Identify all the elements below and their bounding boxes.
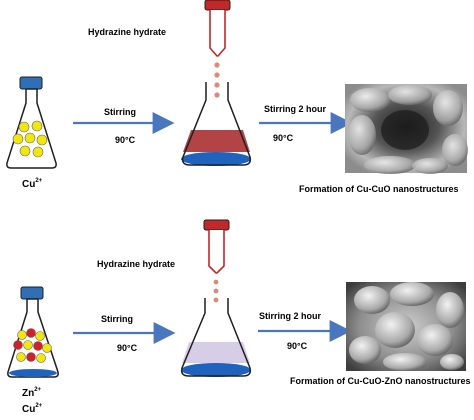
cu-particle: [16, 352, 26, 362]
arrow1-label: Stirring: [101, 314, 133, 324]
blue-base: [181, 152, 251, 166]
lavender-solution: [182, 342, 250, 363]
flask-body: [7, 298, 59, 378]
flask-cap: [19, 76, 43, 90]
drop: [214, 62, 220, 68]
drop: [213, 288, 219, 294]
arrow1-temp: 90°C: [117, 343, 138, 353]
dropper-icon: [204, 0, 231, 98]
zn-particle: [26, 352, 36, 362]
cu-particle: [36, 353, 46, 363]
arrow2-label: Stirring 2 hour: [264, 104, 327, 114]
cu-particle: [35, 331, 45, 341]
result-caption: Formation of Cu-CuO nanostructures: [299, 184, 459, 194]
cu-particle: [31, 120, 43, 132]
drop: [214, 72, 220, 78]
flask-cap: [20, 286, 44, 300]
cu-particle: [36, 134, 48, 146]
top-row: Cu2+ Stirring 90°C Hydrazine hydrate Sti…: [6, 0, 468, 194]
blue-base: [181, 363, 251, 377]
flask-body: [6, 88, 57, 169]
red-solution: [183, 130, 250, 152]
flask-outline: [181, 82, 252, 166]
ion-label-cu: Cu2+: [22, 178, 43, 190]
flask-outline: [180, 298, 252, 377]
flask-zn-cu-icon: [7, 286, 59, 378]
dropper-icon: [203, 219, 230, 303]
result-caption: Formation of Cu-CuO-ZnO nanostructures: [290, 376, 471, 386]
arrow2-temp: 90°C: [287, 341, 308, 351]
cu-particle: [17, 330, 27, 340]
drop: [213, 279, 219, 285]
zn-particle: [13, 340, 23, 350]
cu-particle: [24, 132, 36, 144]
arrow1-label: Stirring: [104, 107, 136, 117]
sem-micrograph-image: [345, 84, 468, 174]
drop: [213, 297, 219, 303]
arrow2-label: Stirring 2 hour: [259, 311, 322, 321]
zn-particle: [26, 328, 36, 338]
blue-base: [9, 369, 57, 377]
cu-particle: [32, 146, 44, 158]
sem-micrograph-image: [346, 282, 466, 371]
reagent-label: Hydrazine hydrate: [97, 259, 175, 269]
ion-label-cu: Cu2+: [22, 403, 43, 415]
flask-cu-icon: [6, 76, 57, 169]
ion-label-zn: Zn2+: [22, 387, 42, 399]
cu-particle: [19, 145, 31, 157]
arrow2-temp: 90°C: [273, 133, 294, 143]
cu-particle: [23, 340, 33, 350]
drop: [214, 92, 220, 98]
reagent-label: Hydrazine hydrate: [88, 27, 166, 37]
cu-particle: [18, 121, 30, 133]
flask-reaction-icon: [181, 82, 252, 166]
flask-reaction-icon: [180, 298, 252, 377]
drop: [214, 82, 220, 88]
cu-particle: [42, 343, 52, 353]
zn-particle: [33, 341, 43, 351]
cu-particle: [12, 133, 24, 145]
bottom-row: Zn2+ Cu2+ Stirring 90°C Hydrazine hydrat…: [7, 219, 471, 415]
arrow1-temp: 90°C: [115, 135, 136, 145]
